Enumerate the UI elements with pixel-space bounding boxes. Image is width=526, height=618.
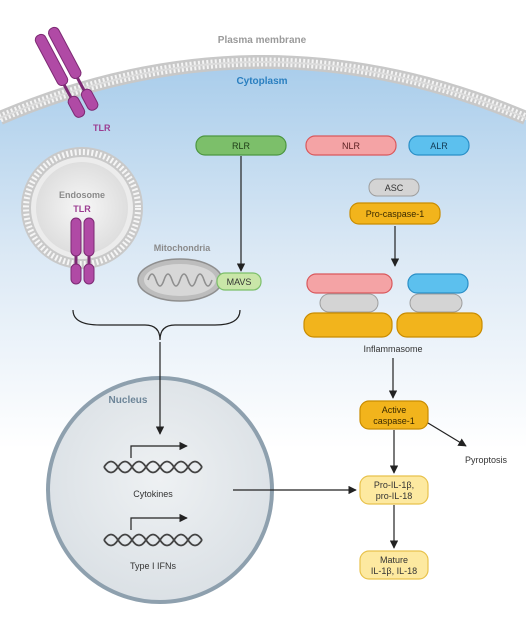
convergence-brace xyxy=(72,309,241,341)
alr-inflammasome xyxy=(396,273,483,338)
active-caspase-box xyxy=(359,400,429,430)
nlr-inflammasome xyxy=(303,273,393,338)
mitochondrion xyxy=(137,258,223,302)
rlr-label: RLR xyxy=(232,141,251,151)
endosome-tlr-label: TLR xyxy=(73,204,91,214)
nucleus-label: Nucleus xyxy=(109,395,148,406)
pro-il-box xyxy=(359,475,429,505)
mature-il-box xyxy=(359,550,429,580)
plasma-membrane xyxy=(0,55,526,125)
membrane-tlr-label: TLR xyxy=(93,123,111,133)
pro-il-line1: Pro-IL-1β, xyxy=(374,480,414,490)
mature-il-line1: Mature xyxy=(380,555,408,565)
asc-box xyxy=(368,178,420,197)
arrow-caspase-to-pyroptosis xyxy=(427,422,467,447)
cytokine-gene-dna xyxy=(103,441,203,474)
mitochondria-label: Mitochondria xyxy=(154,243,211,253)
pro-il-line2: pro-IL-18 xyxy=(376,491,413,501)
endosome xyxy=(21,147,143,269)
active-caspase-line2: caspase-1 xyxy=(373,416,415,426)
mature-il-line2: IL-1β, IL-18 xyxy=(371,566,417,576)
mavs-label: MAVS xyxy=(227,277,252,287)
nlr-label: NLR xyxy=(342,141,361,151)
pro-caspase-label: Pro-caspase-1 xyxy=(366,209,425,219)
alr-label: ALR xyxy=(430,141,448,151)
endosome-label: Endosome xyxy=(59,190,105,200)
asc-label: ASC xyxy=(385,183,404,193)
membrane-tlr-receptor xyxy=(34,26,99,118)
type1-ifn-gene-dna xyxy=(103,513,203,547)
nlr-box xyxy=(305,135,397,156)
rlr-box xyxy=(195,135,287,156)
inflammasome-label: Inflammasome xyxy=(363,344,422,354)
mavs-box xyxy=(216,272,262,291)
pyroptosis-label: Pyroptosis xyxy=(465,455,508,465)
plasma-membrane-label: Plasma membrane xyxy=(218,35,307,46)
cytoplasm-label: Cytoplasm xyxy=(236,76,287,87)
pro-caspase-box xyxy=(349,202,441,225)
type1-ifn-label: Type I IFNs xyxy=(130,561,177,571)
active-caspase-line1: Active xyxy=(382,405,407,415)
endosome-tlr-receptor xyxy=(70,217,95,285)
cytokines-label: Cytokines xyxy=(133,489,173,499)
alr-box xyxy=(408,135,470,156)
